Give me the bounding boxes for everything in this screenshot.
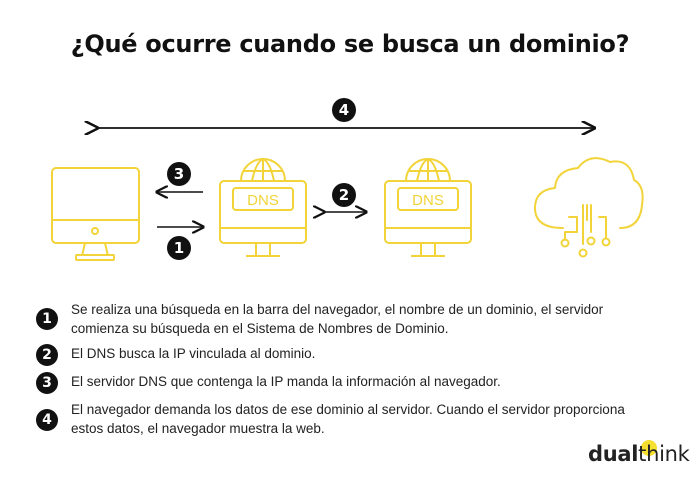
step-text: Se realiza una búsqueda en la barra del … xyxy=(71,302,604,336)
page-title: ¿Qué ocurre cuando se busca un dominio? xyxy=(70,30,630,58)
step-item-1: 1 Se realiza una búsqueda en la barra de… xyxy=(36,300,651,338)
dns-label-2: DNS xyxy=(412,192,444,209)
logo-dot-icon xyxy=(641,440,657,456)
dns-server-icon xyxy=(219,158,307,257)
step-number-badge: 3 xyxy=(36,372,58,394)
badge-step-3: 3 xyxy=(167,162,191,186)
badge-step-4: 4 xyxy=(332,98,356,122)
logo-part-1: dual xyxy=(588,442,639,466)
flow-diagram: DNS DNS xyxy=(51,0,644,261)
step-number-badge: 4 xyxy=(36,409,58,431)
logo-part-2: think xyxy=(638,442,690,466)
badge-step-1: 1 xyxy=(167,236,191,260)
step-text: El servidor DNS que contenga la IP manda… xyxy=(71,374,501,389)
badge-step-2: 2 xyxy=(332,183,356,207)
dualthink-logo: dualthink xyxy=(588,442,690,466)
step-number-badge: 2 xyxy=(36,344,58,366)
step-text: El DNS busca la IP vinculada al dominio. xyxy=(71,346,316,361)
cloud-network-icon xyxy=(534,157,644,258)
step-item-3: 3 El servidor DNS que contenga la IP man… xyxy=(36,372,651,394)
step-item-2: 2 El DNS busca la IP vinculada al domini… xyxy=(36,344,651,366)
step-number-badge: 1 xyxy=(36,308,58,330)
dns-server-icon xyxy=(384,158,472,257)
step-text: El navegador demanda los datos de ese do… xyxy=(71,402,625,436)
monitor-icon xyxy=(51,167,140,261)
dns-label-1: DNS xyxy=(247,192,279,209)
step-item-4: 4 El navegador demanda los datos de ese … xyxy=(36,400,651,438)
